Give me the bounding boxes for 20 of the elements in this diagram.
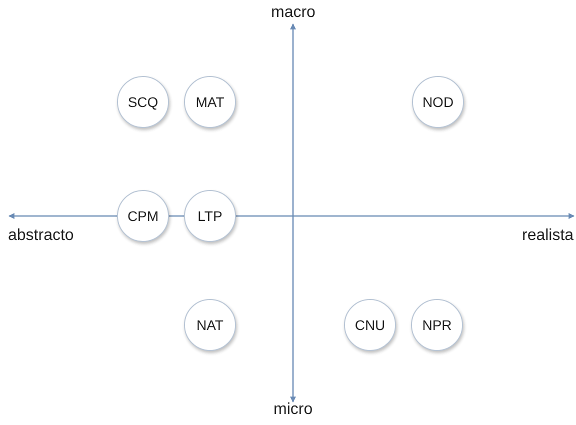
axis-label: realista [522, 227, 574, 245]
circle-node [184, 299, 236, 351]
node-label: LTP [198, 208, 222, 224]
node-label: SCQ [128, 94, 158, 110]
node-label: NAT [196, 317, 224, 333]
axis-label: macro [271, 4, 316, 22]
circle-node [344, 299, 396, 351]
circle-node [117, 76, 169, 128]
circle-node [412, 76, 464, 128]
circle-node [117, 190, 169, 242]
axis-label: abstracto [8, 227, 74, 245]
circle-node [184, 190, 236, 242]
axis-label: micro [274, 401, 313, 419]
circle-node [411, 299, 463, 351]
node-label: NPR [422, 317, 452, 333]
node-label: NOD [422, 94, 454, 110]
circle-node [184, 76, 236, 128]
node-label: CPM [127, 208, 159, 224]
node-label: MAT [196, 94, 224, 110]
node-label: CNU [354, 317, 386, 333]
